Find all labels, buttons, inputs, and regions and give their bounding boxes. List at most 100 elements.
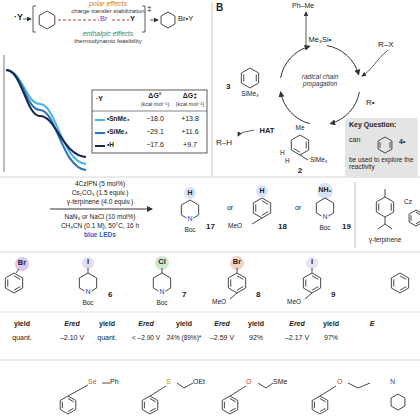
bond-line (378, 224, 385, 229)
bond-line (75, 401, 76, 410)
bond-line (230, 386, 246, 396)
legend-line (95, 132, 105, 134)
bond-line (378, 203, 379, 210)
bond-line (230, 279, 231, 286)
chem-label: MeO (212, 298, 226, 305)
chem-label: Ered (138, 320, 154, 328)
bond-line (237, 268, 238, 273)
bond-line (68, 410, 76, 415)
bond-line (5, 278, 6, 288)
bond-line (68, 396, 76, 401)
bond-line (312, 273, 321, 278)
chem-label: Ered (289, 320, 305, 328)
bond-line (14, 287, 20, 291)
bond-line (385, 224, 392, 229)
bond-line (224, 402, 225, 408)
bond-line (333, 203, 334, 213)
bond-line (358, 383, 370, 388)
bond-line (250, 83, 259, 88)
bond-line (320, 408, 326, 411)
chem-label: −18.0 (146, 115, 164, 123)
bond-line (389, 142, 390, 148)
chem-label: MeO (228, 222, 242, 229)
chem-label: Me (295, 124, 304, 131)
bond-line (391, 288, 400, 293)
chem-label: Br (233, 258, 241, 267)
chem-label: 8 (256, 290, 260, 299)
bond-line (306, 141, 307, 148)
bond-line (222, 396, 230, 401)
bond-line (312, 401, 313, 410)
chem-label: +11.6 (181, 128, 198, 136)
bond-line (142, 396, 150, 401)
chem-label: yield (14, 320, 30, 328)
chem-label: HAT (260, 127, 275, 136)
legend-text: •SiMe₃ (107, 128, 127, 135)
bond-line (230, 293, 237, 299)
bond-line (305, 293, 312, 299)
bond-line (300, 150, 309, 155)
bond-line (409, 210, 416, 214)
chem-label: H (187, 189, 192, 197)
chem-label: N (321, 213, 328, 221)
chem-label: Boc (82, 299, 93, 306)
chem-label: NH₂ (318, 186, 331, 194)
chem-label: Boc (319, 224, 330, 231)
bond-line (291, 135, 300, 140)
chem-label: Ph–Me (292, 2, 314, 10)
bond-line (408, 278, 409, 288)
legend-line (95, 119, 105, 121)
bond-line (320, 386, 336, 396)
bond-line (391, 273, 400, 278)
bond-line (255, 204, 256, 211)
bond-line (144, 402, 145, 408)
bond-line (409, 214, 410, 222)
bond-line (241, 73, 242, 83)
chem-label: CH₃CN (0.1 M), 50°C, 16 h (61, 222, 139, 229)
chem-label: γ-terpinene (4.0 equiv.) (67, 198, 133, 205)
bond-line (142, 401, 143, 410)
chem-label: 9 (331, 290, 335, 299)
chem-label: 24% (89%)* (167, 334, 202, 341)
bond-line (252, 218, 262, 224)
chem-label: 18 (278, 222, 287, 231)
bond-line (237, 273, 246, 278)
bond-line (320, 399, 326, 402)
chem-label: B (216, 2, 223, 14)
bond-line (222, 401, 223, 410)
bond-line (380, 142, 381, 148)
chem-label: −17.6 (146, 141, 164, 149)
bond-line (157, 401, 158, 410)
bond-line (253, 213, 262, 218)
chem-label: 19 (342, 222, 351, 231)
bond-line (320, 396, 328, 401)
chem-label: I (87, 258, 89, 267)
chem-label: +13.8 (181, 115, 199, 123)
bond-line (391, 141, 392, 149)
bond-line (228, 278, 229, 288)
chem-label: H (259, 187, 264, 195)
bond-line (168, 12, 175, 16)
chem-label: ΔG‡ (183, 92, 197, 100)
bond-line (150, 399, 156, 402)
chem-label: yield (99, 320, 115, 328)
bond-line (68, 399, 74, 402)
chem-label: –2.17 V (285, 334, 309, 342)
node-text: Key Question: (349, 121, 396, 129)
chem-label: 3 (226, 82, 230, 91)
bond-line (400, 288, 409, 293)
chem-label: N (158, 288, 165, 296)
bond-line (404, 398, 405, 406)
bond-line (312, 276, 318, 280)
bond-line (385, 189, 386, 197)
bond-line (241, 68, 250, 73)
bond-line (68, 408, 74, 411)
bond-line (102, 383, 110, 384)
bond-line (60, 401, 61, 410)
bond-line (150, 386, 166, 396)
bond-line (300, 135, 309, 140)
bond-line (168, 24, 175, 28)
bond-line (262, 198, 271, 203)
bond-line (161, 12, 168, 16)
